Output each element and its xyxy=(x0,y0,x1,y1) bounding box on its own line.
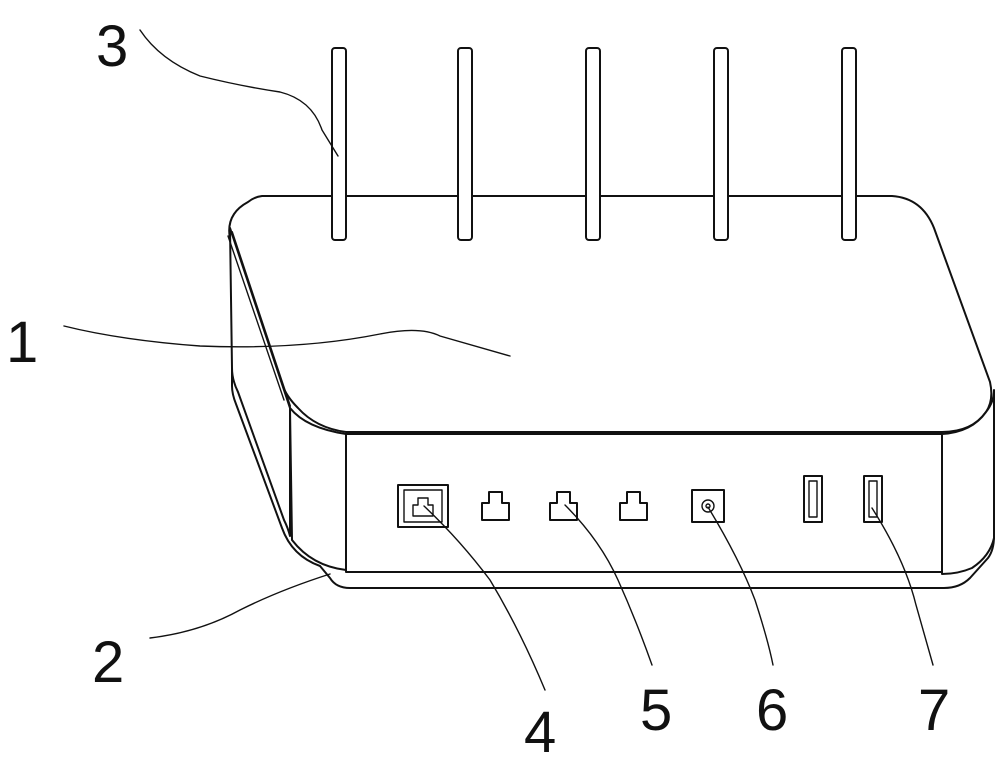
callout-2: 2 xyxy=(92,630,124,695)
antenna-group xyxy=(331,47,857,241)
leader-2 xyxy=(149,573,331,639)
antenna-1 xyxy=(331,47,347,241)
usb-port-1 xyxy=(803,475,823,523)
leader-1 xyxy=(63,325,511,357)
antenna-4 xyxy=(713,47,729,241)
leader-4 xyxy=(423,505,546,691)
usb-port-2 xyxy=(863,475,883,523)
antenna-5 xyxy=(841,47,857,241)
callout-3: 3 xyxy=(96,14,128,79)
router-front-bevel xyxy=(289,407,347,571)
antenna-2 xyxy=(457,47,473,241)
callout-7: 7 xyxy=(918,678,950,743)
lan-port-2 xyxy=(549,491,578,521)
lan-port-3 xyxy=(619,491,648,521)
wan-port xyxy=(397,484,449,528)
leader-6 xyxy=(707,506,774,666)
callout-4: 4 xyxy=(524,700,556,765)
callout-1: 1 xyxy=(6,310,38,375)
leader-7 xyxy=(871,507,934,666)
lan-port-1 xyxy=(481,491,510,521)
router-right-bevel xyxy=(941,389,995,575)
leader-3 xyxy=(139,29,339,157)
callout-5: 5 xyxy=(640,678,672,743)
power-jack xyxy=(691,489,725,523)
port-group xyxy=(397,475,883,528)
callout-6: 6 xyxy=(756,678,788,743)
leader-5 xyxy=(564,504,653,666)
router-left-face xyxy=(229,227,291,537)
leader-lines xyxy=(63,29,934,691)
router-top-face xyxy=(228,195,993,433)
callout-labels: 3 1 2 4 5 6 7 xyxy=(6,14,950,765)
antenna-3 xyxy=(585,47,601,241)
